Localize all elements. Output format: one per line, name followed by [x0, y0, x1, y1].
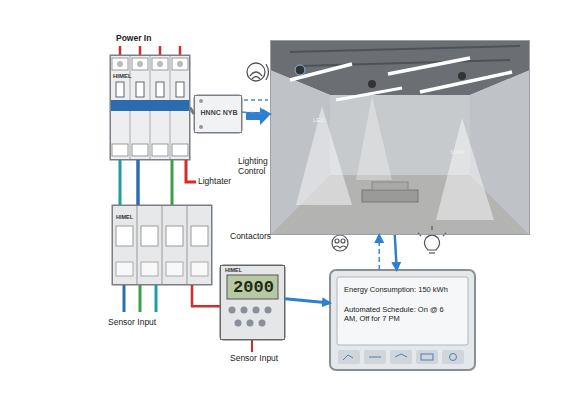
node-text: UAM [451, 149, 481, 156]
lighting-controller: HNNC NYB [194, 95, 242, 133]
connector [285, 299, 330, 303]
contactor-block [112, 205, 212, 285]
occupancy-icon [332, 235, 348, 251]
meter-body [220, 265, 285, 340]
warehouse-room: LED UAM [270, 40, 530, 235]
controller-body [194, 95, 242, 133]
contactor-box: HIMEL [112, 205, 212, 285]
warehouse-illustration [270, 40, 530, 235]
connector [378, 235, 380, 270]
connector [137, 160, 140, 205]
sensor-icon [247, 63, 269, 81]
node-text: HIMEL [113, 73, 153, 80]
energy-meter: HIMEL 2000 [220, 265, 285, 340]
node-text: LED [313, 117, 343, 124]
breaker-panel [110, 55, 190, 160]
power-label: Power In [116, 34, 176, 44]
sensor-label: Sensor Input [230, 354, 300, 364]
sensor-label: Sensor Input [108, 318, 178, 328]
panel-wires [120, 160, 196, 205]
bulb-icon [418, 226, 446, 253]
node-text: Energy Consumption: 150 kWh [344, 285, 466, 294]
wire-label: Lightater [198, 177, 248, 187]
node-text: HIMEL [116, 214, 156, 221]
connector [190, 108, 194, 115]
node-text: Automated Schedule: On @ 6 AM, Off for 7… [344, 305, 454, 323]
control-label: Lighting Control [238, 157, 284, 177]
connector [192, 285, 220, 306]
node-text: 2000 [228, 278, 279, 298]
monitoring-display: Energy Consumption: 150 kWhAutomated Sch… [330, 270, 475, 370]
connector [242, 112, 270, 114]
display-panel [330, 270, 475, 370]
node-text: HIMEL [225, 267, 265, 274]
signal-arrows [244, 100, 269, 125]
connector [395, 235, 397, 270]
breaker-panel-box: HIMEL [110, 55, 190, 160]
node-text: HNNC NYB [198, 109, 240, 117]
contactor-label: Contactors [230, 232, 290, 242]
